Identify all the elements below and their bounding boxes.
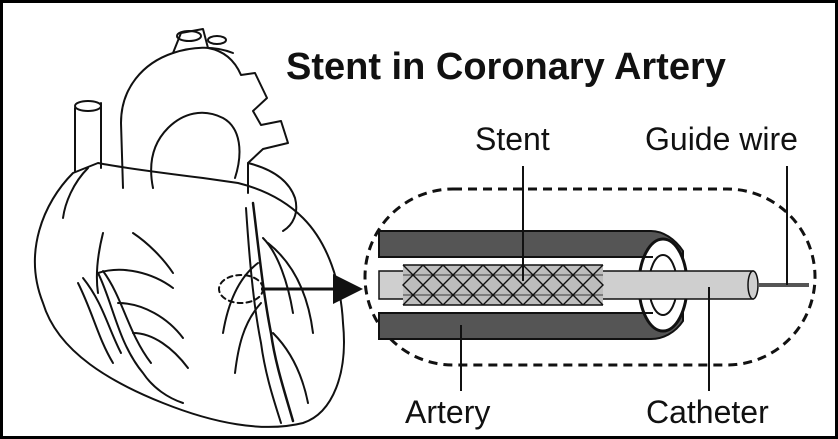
stent-mesh xyxy=(403,265,603,305)
label-stent: Stent xyxy=(475,121,550,158)
artery-wall-bottom xyxy=(379,313,683,339)
artery-detail xyxy=(365,166,815,391)
label-artery: Artery xyxy=(405,394,490,431)
stent-location-marker xyxy=(219,275,263,303)
heart-outline xyxy=(35,163,344,427)
label-guide-wire: Guide wire xyxy=(645,121,798,158)
diagram-title: Stent in Coronary Artery xyxy=(286,46,726,89)
label-catheter: Catheter xyxy=(646,394,769,431)
vena-cava xyxy=(75,103,101,171)
coronary-vessel-right xyxy=(98,273,183,403)
artery-wall-top xyxy=(379,231,683,257)
